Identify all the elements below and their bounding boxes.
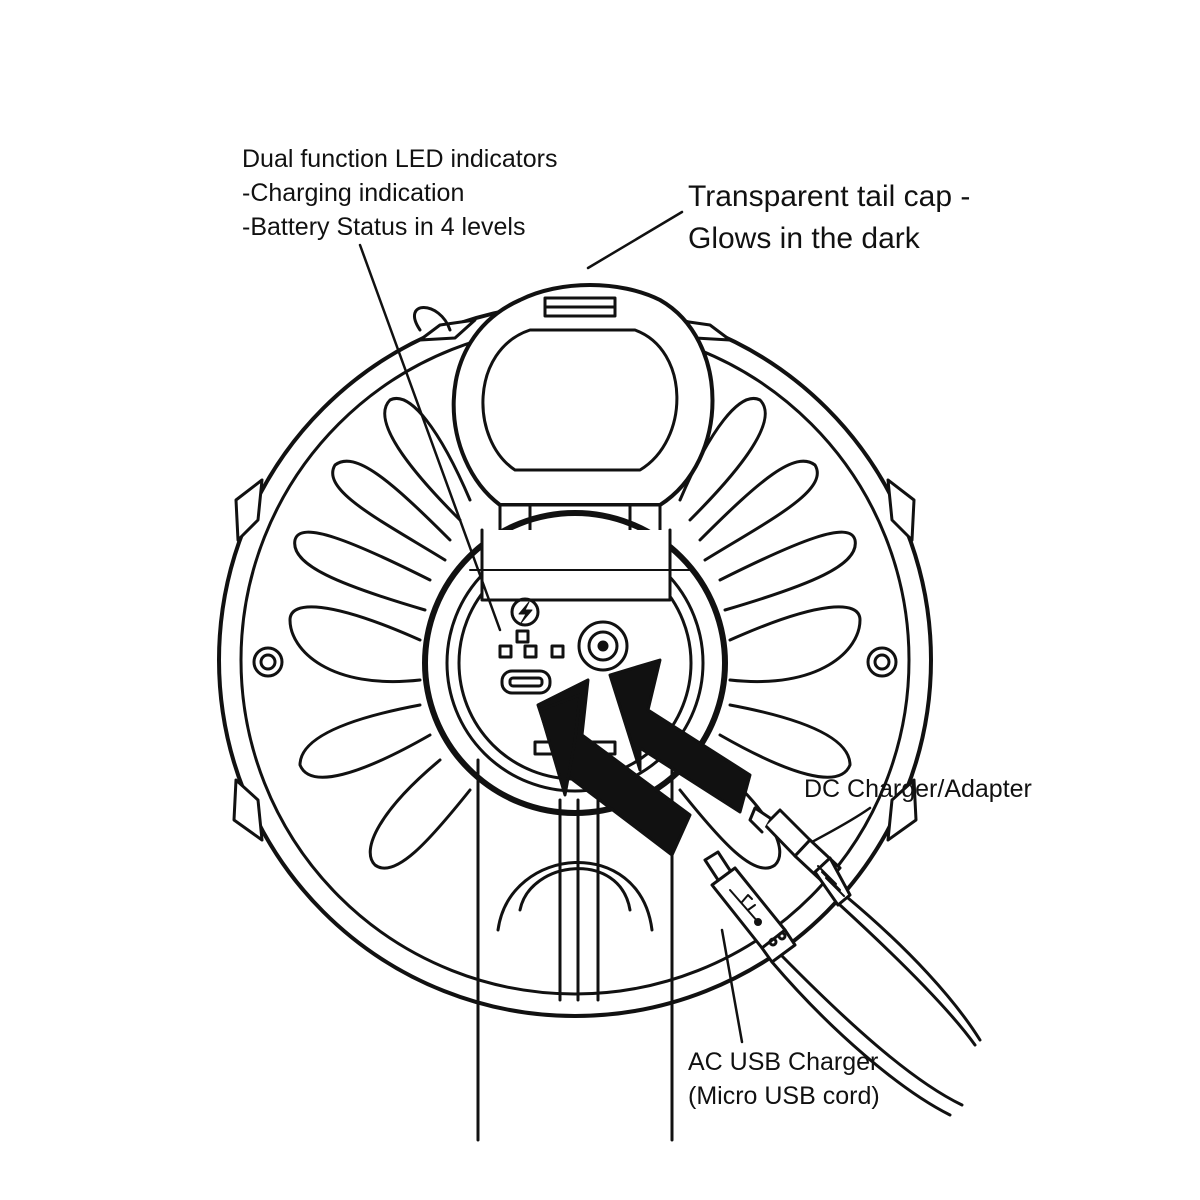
usb-charger-label: AC USB Charger (Micro USB cord) <box>688 1045 880 1113</box>
lightning-icon <box>510 597 540 627</box>
dc-charger-label: DC Charger/Adapter <box>804 772 1032 806</box>
leader-lines <box>358 210 872 1044</box>
usb-insert-arrow <box>536 678 692 857</box>
dc-insert-arrow <box>608 658 752 814</box>
led-leader-line <box>358 243 502 632</box>
led-indicators <box>498 629 565 659</box>
tail-cap-label: Transparent tail cap - Glows in the dark <box>688 176 970 260</box>
led-label-line1: -Charging indication <box>242 179 465 207</box>
micro-usb-port <box>500 669 552 695</box>
usb-leader-line <box>720 928 744 1044</box>
led-indicators-label: Dual function LED indicators -Charging i… <box>242 142 557 244</box>
dc-leader-line <box>810 806 872 844</box>
usb-label-line2: (Micro USB cord) <box>688 1082 880 1110</box>
radial-fins <box>288 306 862 870</box>
screw-left <box>252 646 284 678</box>
dc-plug <box>748 806 982 1047</box>
tail-cap-label-line2: Glows in the dark <box>688 222 920 255</box>
dc-label-text: DC Charger/Adapter <box>804 775 1032 803</box>
led-label-title: Dual function LED indicators <box>242 145 558 173</box>
usb-plug <box>703 850 964 1117</box>
led-label-line2: -Battery Status in 4 levels <box>242 213 526 241</box>
led-indicator <box>498 644 513 659</box>
screw-right <box>866 646 898 678</box>
led-indicator <box>523 644 538 659</box>
led-indicator <box>550 644 565 659</box>
usb-label-line1: AC USB Charger <box>688 1048 879 1076</box>
tailcap-leader-line <box>586 210 684 270</box>
usb-trident-icon <box>729 889 762 926</box>
dc-jack <box>577 620 629 672</box>
tail-cap-label-line1: Transparent tail cap - <box>688 180 971 213</box>
led-indicator <box>515 629 530 644</box>
